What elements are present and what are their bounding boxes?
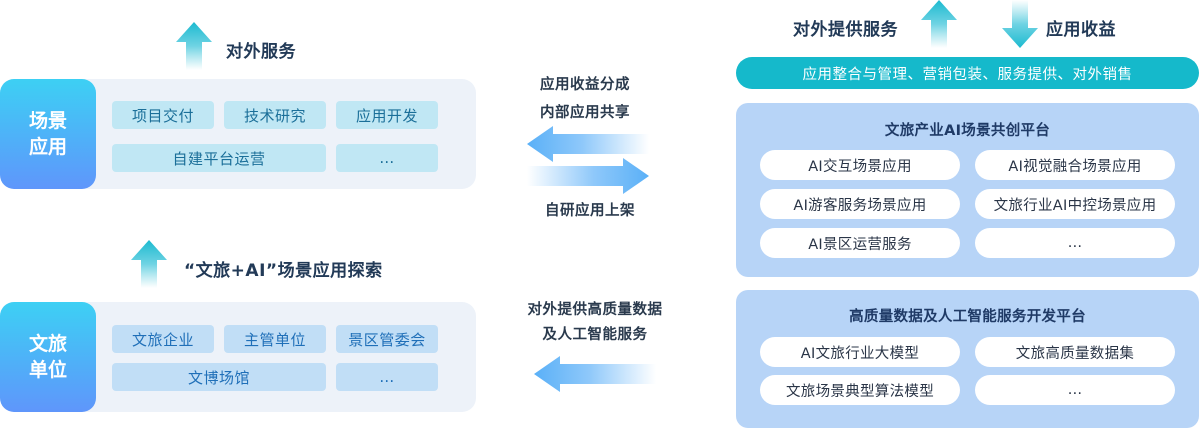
integration-sales-bar: 应用整合与管理、营销包装、服务提供、对外销售: [736, 57, 1199, 89]
tag-line: 应用: [28, 136, 67, 158]
tag-line: 单位: [28, 359, 67, 381]
chip-more: …: [336, 144, 438, 172]
chip-more: …: [336, 363, 438, 391]
right-arrow-icon: [527, 158, 649, 194]
provide-service-caption: 对外提供服务: [793, 20, 898, 40]
item-ai-industry-model: AI文旅行业大模型: [760, 337, 960, 367]
data-ai-service-platform: 高质量数据及人工智能服务开发平台 AI文旅行业大模型 文旅高质量数据集 文旅场景…: [736, 290, 1199, 428]
item-ai-scenic-operation: AI景区运营服务: [760, 228, 960, 258]
chip-platform-operation: 自建平台运营: [112, 144, 326, 172]
left-arrow-icon: [527, 126, 649, 162]
chip-scenic-committee: 景区管委会: [336, 325, 438, 353]
app-revenue-caption: 应用收益: [1046, 20, 1116, 40]
culture-tourism-unit-card: 文旅 单位 文旅企业 主管单位 景区管委会 文博场馆 …: [0, 302, 476, 412]
item-ai-visual-fusion: AI视觉融合场景应用: [975, 150, 1175, 180]
tag-line: 场景: [28, 110, 67, 132]
left-arrow-icon: [534, 356, 656, 392]
item-ai-central-control: 文旅行业AI中控场景应用: [975, 189, 1175, 219]
chip-tech-research: 技术研究: [224, 101, 326, 129]
scene-application-card: 场景 应用 项目交付 技术研究 应用开发 自建平台运营 …: [0, 79, 476, 189]
internal-share-label: 内部应用共享: [540, 105, 630, 121]
data-service-label-line1: 对外提供高质量数据: [527, 302, 663, 318]
down-arrow-icon: [1002, 0, 1038, 48]
chip-museum-venue: 文博场馆: [112, 363, 326, 391]
chip-project-delivery: 项目交付: [112, 101, 214, 129]
item-scene-algorithm-model: 文旅场景典型算法模型: [760, 375, 960, 405]
up-arrow-icon: [921, 0, 957, 48]
up-arrow-icon: [176, 22, 212, 70]
item-more: …: [975, 228, 1175, 258]
chip-tourism-enterprise: 文旅企业: [112, 325, 214, 353]
data-service-label-line2: 及人工智能服务: [542, 327, 648, 343]
item-ai-interaction: AI交互场景应用: [760, 150, 960, 180]
item-quality-dataset: 文旅高质量数据集: [975, 337, 1175, 367]
up-arrow-icon: [131, 240, 167, 288]
revenue-share-label: 应用收益分成: [540, 77, 630, 93]
item-more: …: [975, 375, 1175, 405]
tag-line: 文旅: [28, 333, 67, 355]
platform-title: 高质量数据及人工智能服务开发平台: [849, 309, 1086, 325]
external-service-caption: 对外服务: [226, 42, 296, 62]
chip-app-development: 应用开发: [336, 101, 438, 129]
ai-scene-exploration-caption: “文旅+AI”场景应用探索: [184, 261, 383, 281]
self-developed-label: 自研应用上架: [545, 203, 635, 219]
scene-application-tag: 场景 应用: [0, 79, 96, 189]
item-ai-visitor-service: AI游客服务场景应用: [760, 189, 960, 219]
culture-tourism-unit-tag: 文旅 单位: [0, 302, 96, 412]
chip-authority-unit: 主管单位: [224, 325, 326, 353]
platform-title: 文旅产业AI场景共创平台: [884, 123, 1051, 139]
ai-scene-cocreation-platform: 文旅产业AI场景共创平台 AI交互场景应用 AI视觉融合场景应用 AI游客服务场…: [736, 103, 1199, 277]
